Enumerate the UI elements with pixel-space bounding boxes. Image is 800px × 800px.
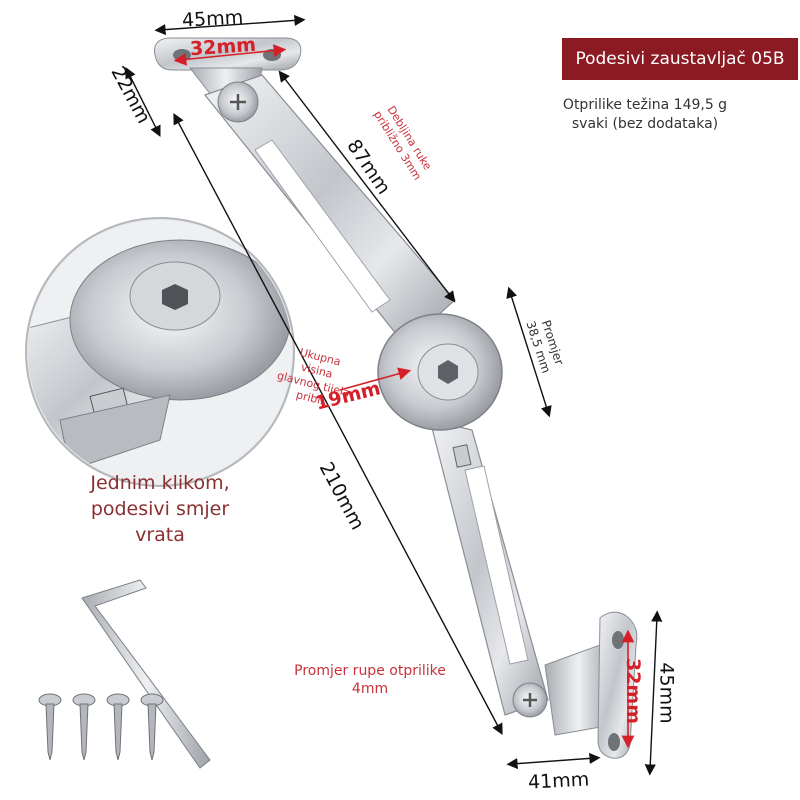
bottom-bracket <box>512 611 638 759</box>
dim-bottom-width: 41mm <box>527 768 590 794</box>
dim-bottom-height: 45mm <box>655 662 678 724</box>
pivot-hub <box>377 313 503 431</box>
dimension-lines <box>125 14 663 776</box>
weight-line-2: svaki (bez dodataka) <box>571 116 719 132</box>
dim-top-width: 45mm <box>181 6 244 32</box>
screws-icon <box>38 693 164 761</box>
dim-top-hole: 32mm <box>189 33 257 61</box>
hole-note-line-2: 4mm <box>351 681 389 697</box>
hint-line-3: vrata <box>135 524 185 546</box>
hex-key-icon <box>81 579 211 769</box>
hint-line-1: Jednim klikom, <box>90 472 230 494</box>
direction-hint: Jednim klikom, podesivi smjer vrata <box>60 470 260 548</box>
zoom-detail <box>25 217 295 487</box>
weight-note: Otprilike težina 149,5 g svaki (bez doda… <box>545 96 745 134</box>
hint-line-2: podesivi smjer <box>90 498 230 520</box>
dim-bottom-hole: 32mm <box>622 657 645 725</box>
product-title-badge: Podesivi zaustavljač 05B <box>562 38 798 80</box>
hole-diameter-note: Promjer rupe otprilike 4mm <box>270 662 470 698</box>
hole-note-line-1: Promjer rupe otprilike <box>294 663 446 679</box>
weight-line-1: Otprilike težina 149,5 g <box>562 97 728 113</box>
